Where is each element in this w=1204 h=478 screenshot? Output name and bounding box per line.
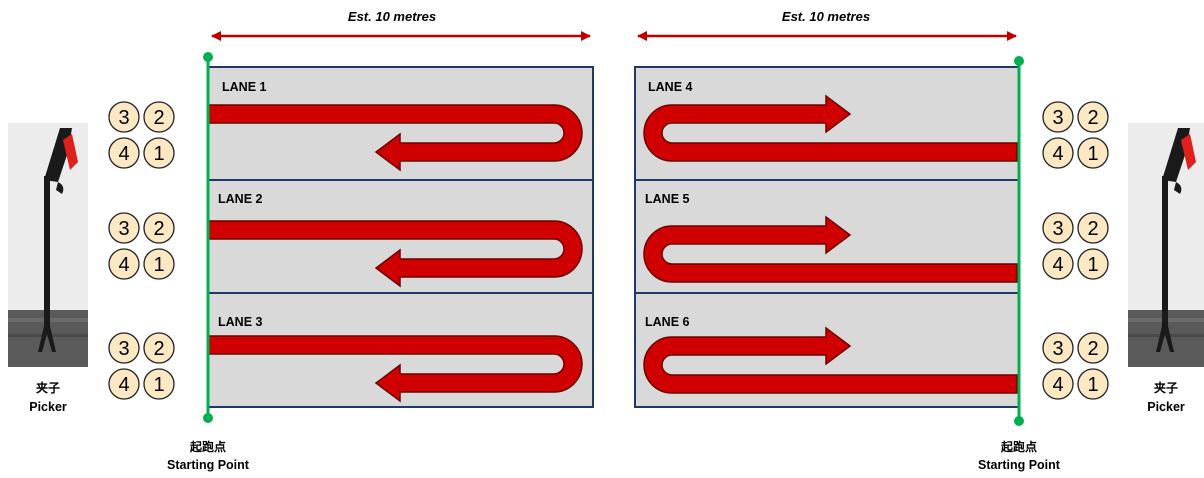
number-circle xyxy=(143,248,175,280)
number-circle xyxy=(108,248,140,280)
lane-3-label: LANE 3 xyxy=(218,315,263,329)
number-circle-label: 1 xyxy=(153,254,164,276)
number-circle-label: 3 xyxy=(1052,218,1063,240)
number-circle xyxy=(1042,248,1074,280)
start-label-left-zh: 起跑点 xyxy=(189,439,226,454)
lane-2-label: LANE 2 xyxy=(218,192,263,206)
route-arrow-lane-1 xyxy=(207,104,583,172)
number-circle xyxy=(108,368,140,400)
number-circle-label: 2 xyxy=(1087,218,1098,240)
lane-1-label: LANE 1 xyxy=(222,80,267,94)
number-circle-label: 4 xyxy=(1052,143,1063,165)
number-circle-label: 4 xyxy=(118,143,129,165)
number-circle-label: 4 xyxy=(118,374,129,396)
number-circle-group-lane-3: 3 2 4 1 xyxy=(108,332,175,400)
starting-line-right xyxy=(1014,56,1024,426)
number-circle xyxy=(1042,332,1074,364)
number-circle-group-lane-2: 3 2 4 1 xyxy=(108,212,175,280)
number-circle-label: 2 xyxy=(1087,338,1098,360)
number-circle-label: 4 xyxy=(1052,254,1063,276)
route-arrow-lane-5 xyxy=(643,215,1018,283)
number-circle xyxy=(143,137,175,169)
number-circle-label: 4 xyxy=(118,254,129,276)
participant-number-groups: 3 2 4 1 3 2 4 1 3 2 4 1 3 2 4 1 3 2 4 1 3 2 4 1 xyxy=(108,101,1109,400)
route-arrow-lane-6 xyxy=(643,326,1018,394)
picker-photo-right xyxy=(1128,123,1204,367)
number-circle-label: 3 xyxy=(118,218,129,240)
picker-label-left-zh: 夹子 xyxy=(36,380,60,395)
number-circle-label: 2 xyxy=(153,218,164,240)
number-circle xyxy=(1042,137,1074,169)
number-circle-label: 3 xyxy=(1052,107,1063,129)
number-circle xyxy=(1077,212,1109,244)
number-circle-group-lane-6: 3 2 4 1 xyxy=(1042,332,1109,400)
picker-photo-left xyxy=(8,123,88,367)
number-circle-label: 1 xyxy=(1087,374,1098,396)
lane-5-label: LANE 5 xyxy=(645,192,690,206)
number-circle-label: 1 xyxy=(1087,143,1098,165)
number-circle xyxy=(1077,368,1109,400)
start-label-left-en: Starting Point xyxy=(167,458,250,472)
route-arrow-lane-2 xyxy=(207,220,583,288)
number-circle xyxy=(1077,332,1109,364)
number-circle-label: 2 xyxy=(1087,107,1098,129)
distance-label-right: Est. 10 metres xyxy=(782,9,870,24)
route-arrow-lane-3 xyxy=(207,335,583,403)
start-label-right-zh: 起跑点 xyxy=(1000,439,1037,454)
distance-label-left: Est. 10 metres xyxy=(348,9,436,24)
starting-line-left xyxy=(203,52,213,423)
lane-6-label: LANE 6 xyxy=(645,315,690,329)
number-circle-label: 3 xyxy=(118,107,129,129)
route-arrow-lane-4 xyxy=(643,94,1018,162)
number-circle-group-lane-1: 3 2 4 1 xyxy=(108,101,175,169)
number-circle-label: 1 xyxy=(153,374,164,396)
distance-marker-left: Est. 10 metres xyxy=(211,9,591,41)
number-circle-label: 2 xyxy=(153,338,164,360)
number-circle-label: 3 xyxy=(118,338,129,360)
number-circle xyxy=(143,368,175,400)
number-circle xyxy=(1042,101,1074,133)
number-circle-group-lane-4: 3 2 4 1 xyxy=(1042,101,1109,169)
number-circle xyxy=(1077,248,1109,280)
number-circle-label: 4 xyxy=(1052,374,1063,396)
number-circle-label: 1 xyxy=(1087,254,1098,276)
number-circle xyxy=(143,212,175,244)
lane-4-label: LANE 4 xyxy=(648,80,693,94)
picker-label-right-en: Picker xyxy=(1147,400,1185,414)
number-circle xyxy=(108,137,140,169)
distance-marker-right: Est. 10 metres xyxy=(637,9,1017,41)
number-circle xyxy=(143,101,175,133)
number-circle-label: 3 xyxy=(1052,338,1063,360)
number-circle-label: 1 xyxy=(153,143,164,165)
number-circle xyxy=(1042,368,1074,400)
start-label-right-en: Starting Point xyxy=(978,458,1061,472)
number-circle xyxy=(1077,137,1109,169)
number-circle-group-lane-5: 3 2 4 1 xyxy=(1042,212,1109,280)
number-circle-label: 2 xyxy=(153,107,164,129)
picker-label-left-en: Picker xyxy=(29,400,67,414)
number-circle xyxy=(108,332,140,364)
number-circle xyxy=(1042,212,1074,244)
number-circle xyxy=(1077,101,1109,133)
number-circle xyxy=(108,212,140,244)
picker-label-right-zh: 夹子 xyxy=(1154,380,1178,395)
number-circle xyxy=(143,332,175,364)
number-circle xyxy=(108,101,140,133)
